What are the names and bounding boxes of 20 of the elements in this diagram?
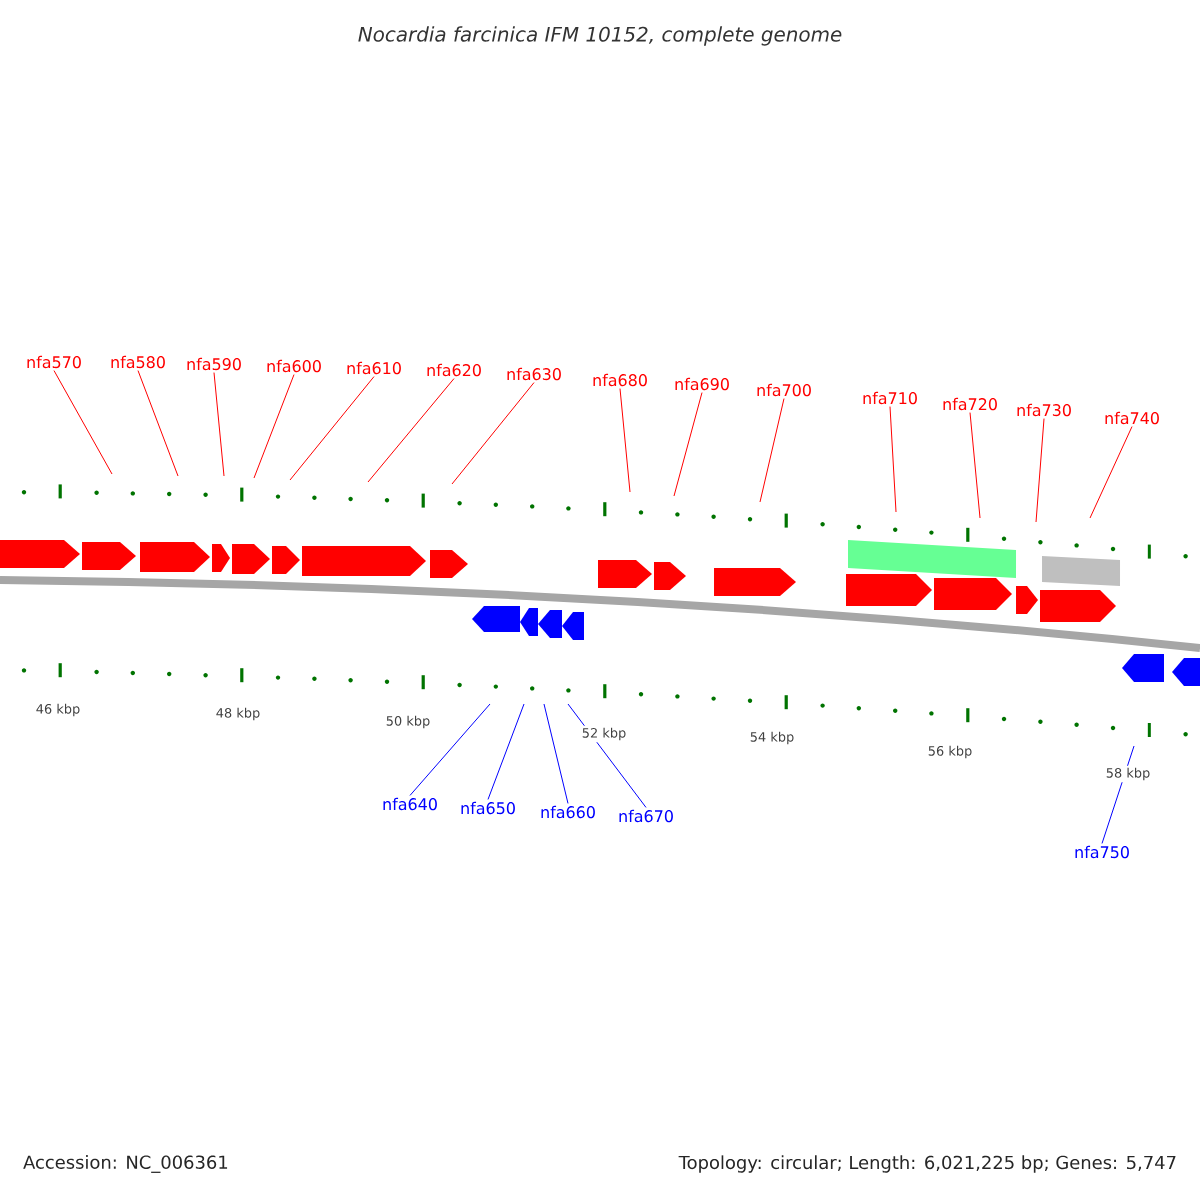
leader-line [53,370,113,475]
leader-line [1089,426,1133,519]
leader-line [367,378,455,483]
leader-line [253,374,295,479]
leader-line [543,703,569,804]
footer-text: Topology: circular; Length: 6,021,225 bp; Genes: 5,747 [678,1155,1176,1173]
leader-line [289,376,375,481]
leader-line [759,398,785,503]
leader-line [451,382,535,485]
leader-line [673,392,703,497]
leader-line [969,412,981,519]
leader-line [1035,418,1045,523]
leader-line [487,703,525,800]
leader-line [213,372,225,477]
leader-line [409,703,491,796]
leader-line [889,406,897,513]
footer-text: Accession: NC_006361 [23,1155,228,1173]
title: Nocardia farcinica IFM 10152, complete genome [358,26,842,46]
leader-line [619,388,631,493]
leader-line [137,370,179,477]
